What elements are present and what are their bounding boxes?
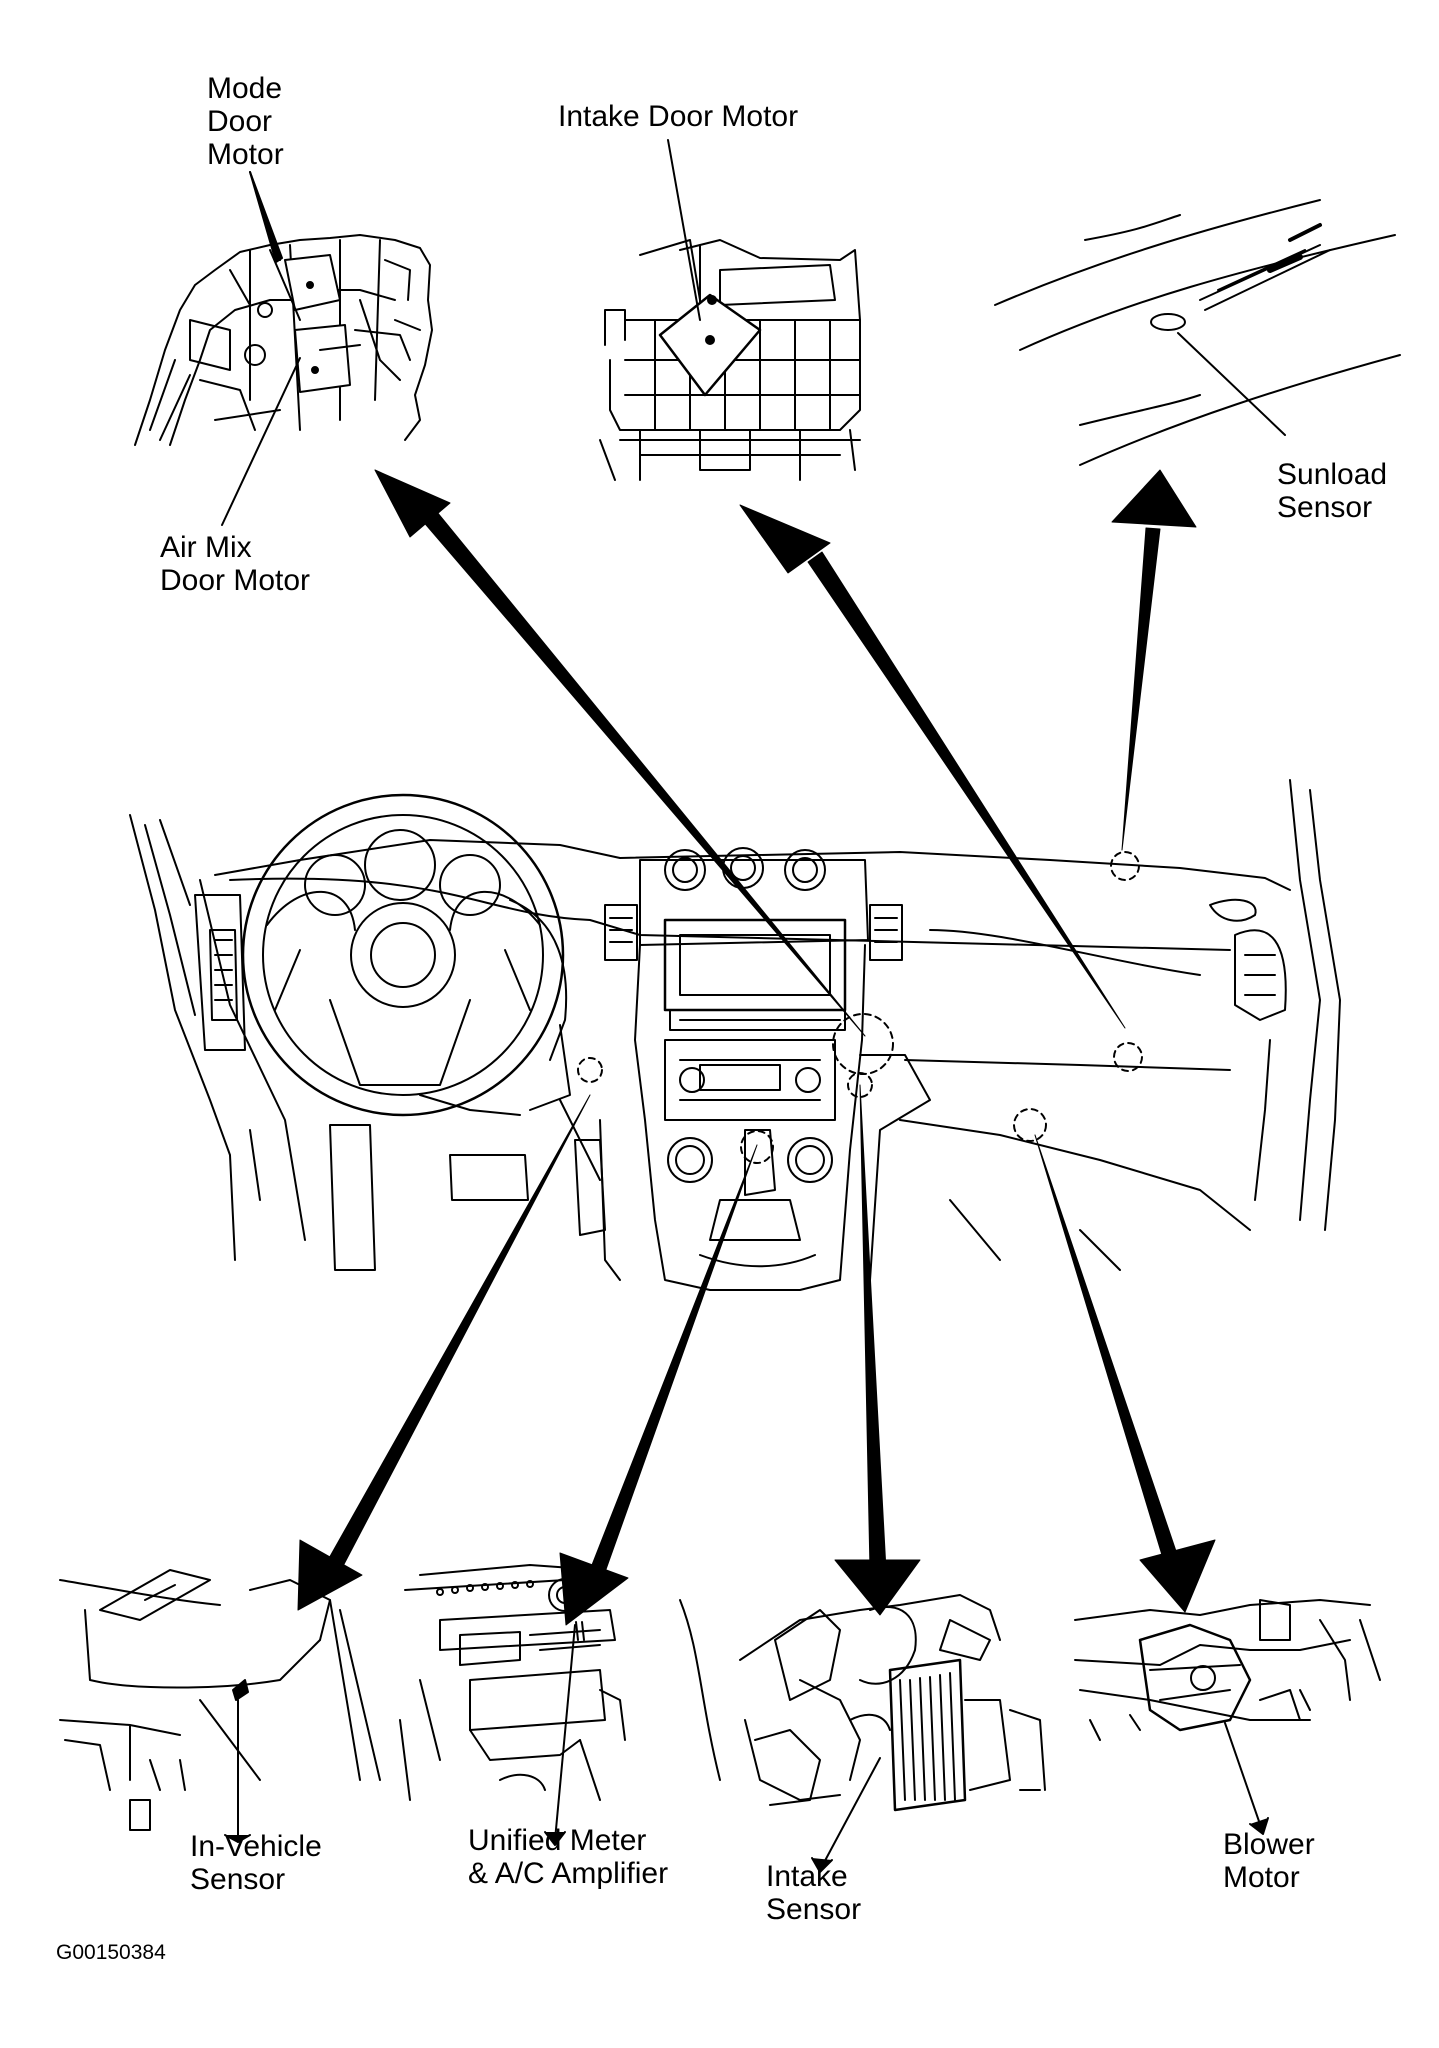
mode-air-mix-door-detail [134,171,433,526]
intake-door-detail [599,139,861,481]
sunload-detail [994,199,1401,466]
label-intake-sensor: Intake Sensor [766,1860,862,1926]
intake-sensor-detail [739,1594,1046,1873]
blower-motor-detail [1074,1599,1381,1835]
figure-code: G00150384 [56,1941,166,1964]
dashboard-illustration [129,779,1341,1291]
label-unified-meter-ac-amplifier: Unified Meter & A/C Amplifier [468,1824,669,1890]
label-mode-door-motor: Mode Door Motor [207,72,284,171]
label-sunload-sensor: Sunload Sensor [1277,458,1388,524]
pointer-arrows [297,469,1216,1626]
unified-meter-detail [399,1564,721,1846]
label-intake-door-motor: Intake Door Motor [558,100,799,133]
in-vehicle-detail [59,1569,381,1843]
label-blower-motor: Blower Motor [1223,1828,1315,1894]
label-in-vehicle-sensor: In-Vehicle Sensor [190,1830,322,1896]
label-air-mix-door-motor: Air Mix Door Motor [160,531,311,597]
